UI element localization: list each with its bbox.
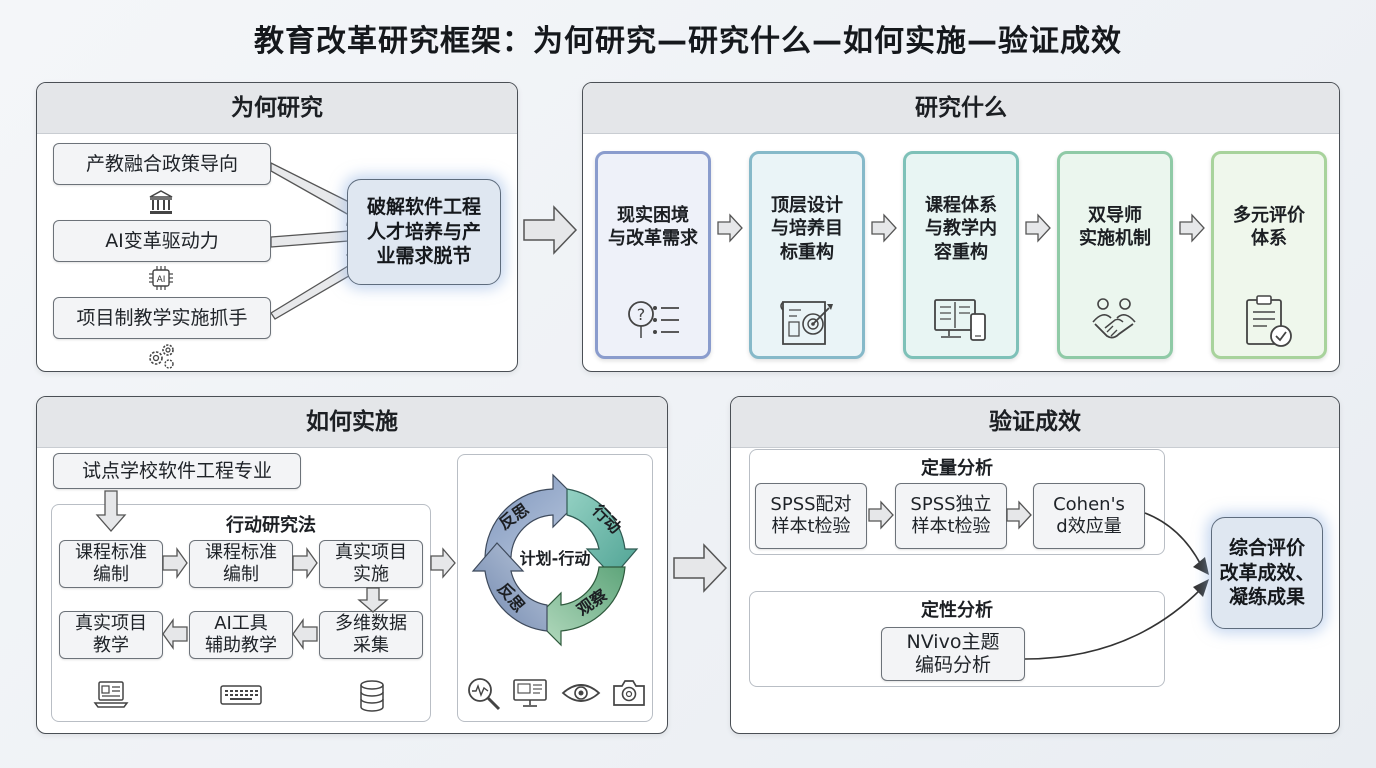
qual-nvivo: NVivo主题编码分析 [881, 627, 1025, 681]
stage-arrow [1179, 213, 1205, 243]
action-step-2: 课程标准编制 [189, 540, 293, 588]
page-title: 教育改革研究框架：为何研究—研究什么—如何实施—验证成效 [254, 24, 1122, 59]
quant-title: 定量分析 [921, 458, 993, 479]
magnifier-chart-icon [468, 678, 501, 711]
eye-icon [561, 684, 601, 702]
core-problem: 破解软件工程 人才培养与产 业需求脱节 [347, 179, 501, 285]
action-cycle: 反思 行动 观察 反思 计划-行动 [471, 473, 639, 647]
stage-arrow [871, 213, 897, 243]
stage-label: 课程体系与教学内容重构 [925, 195, 997, 263]
book-devices-icon [934, 299, 986, 341]
driver-project: 项目制教学实施抓手 [53, 297, 271, 339]
panel-what-title: 研究什么 [583, 83, 1339, 134]
camera-icon [613, 680, 645, 706]
monitor-icon [513, 679, 547, 707]
stage-5: 多元评价体系 [1211, 151, 1327, 359]
svg-text:?: ? [637, 305, 646, 324]
action-step-3: 真实项目实施 [319, 540, 423, 588]
question-list-icon: ? [628, 301, 679, 338]
panel-why: 为何研究 产教融合政策导向 AI变革驱动力 项目制教学实施抓手 AI [36, 82, 518, 372]
result-box: 综合评价 改革成效、 凝练成果 [1211, 517, 1323, 629]
action-step-1: 课程标准编制 [59, 540, 163, 588]
pilot-box: 试点学校软件工程专业 [53, 453, 301, 489]
panel-why-title: 为何研究 [37, 83, 517, 134]
keyboard-icon [220, 685, 262, 705]
bank-icon [149, 190, 173, 214]
database-icon [360, 680, 384, 712]
clipboard-check-icon [1246, 295, 1292, 347]
arrow-how-to-verify [673, 543, 728, 593]
stage-4: 双导师实施机制 [1057, 151, 1173, 359]
panel-how: 如何实施 试点学校软件工程专业 行动研究法 课程标准编制课程标准编制真实项目实施… [36, 396, 668, 734]
stage-label: 多元评价体系 [1233, 205, 1305, 250]
quant-method-2: SPSS独立样本t检验 [895, 483, 1007, 549]
driver-ai: AI变革驱动力 [53, 220, 271, 262]
gears-icon [149, 344, 174, 369]
verify-arrows [868, 500, 1209, 660]
action-step-4: 多维数据采集 [319, 611, 423, 659]
laptop-icon [93, 681, 129, 708]
step-flow-arrows [95, 490, 456, 651]
method-title: 行动研究法 [226, 515, 316, 536]
blueprint-target-icon [780, 301, 833, 345]
panel-verify: 验证成效 定量分析 定性分析 SPSS配对样本t检验 SPSS独立样本t检验 Coh… [730, 396, 1340, 734]
stage-label: 现实困境与改革需求 [608, 205, 698, 250]
arrow-why-to-what [523, 205, 578, 255]
panel-what: 研究什么 现实困境与改革需求? 顶层设计与培养目标重构 课程体系与教学内容重构 双导师… [582, 82, 1340, 372]
stage-arrow [1025, 213, 1051, 243]
stage-2: 顶层设计与培养目标重构 [749, 151, 865, 359]
stage-3: 课程体系与教学内容重构 [903, 151, 1019, 359]
action-step-6: 真实项目教学 [59, 611, 163, 659]
cycle-center-label: 计划-行动 [520, 549, 591, 568]
svg-text:AI: AI [157, 275, 166, 285]
ai-chip-icon: AI [149, 266, 173, 290]
stage-1: 现实困境与改革需求? [595, 151, 711, 359]
qual-title: 定性分析 [921, 600, 993, 621]
driver-policy: 产教融合政策导向 [53, 143, 271, 185]
action-step-5: AI工具辅助教学 [189, 611, 293, 659]
handshake-people-icon [1092, 298, 1136, 339]
stage-label: 顶层设计与培养目标重构 [771, 195, 843, 263]
panel-verify-title: 验证成效 [731, 397, 1339, 448]
stage-label: 双导师实施机制 [1079, 205, 1151, 250]
quant-method-1: SPSS配对样本t检验 [755, 483, 867, 549]
panel-how-title: 如何实施 [37, 397, 667, 448]
stage-arrow [717, 213, 743, 243]
